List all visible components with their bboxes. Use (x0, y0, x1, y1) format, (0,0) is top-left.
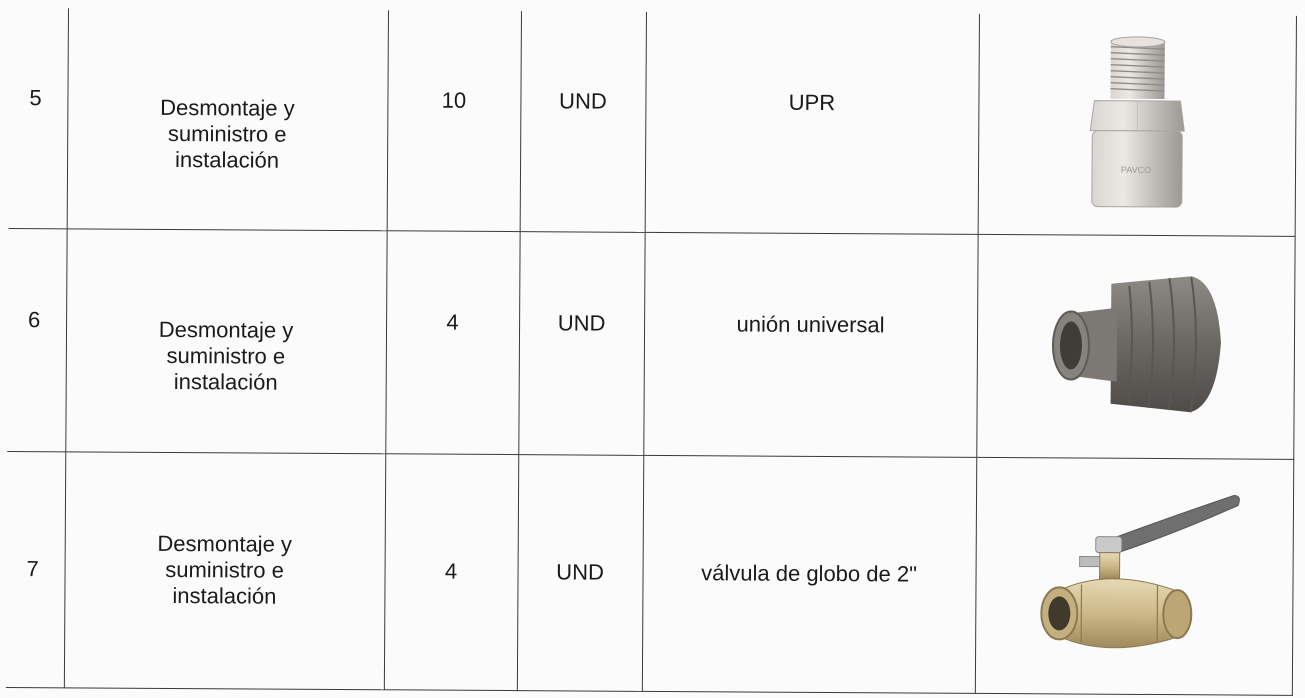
description-cell: Desmontaje y suministro e instalación (66, 8, 388, 231)
unit-cell: UND (518, 231, 645, 455)
description-line-2: suministro e (165, 556, 284, 583)
unit-cell: UND (516, 454, 644, 691)
unit-cell: UND (519, 11, 646, 232)
svg-text:PAVCO: PAVCO (1120, 165, 1150, 175)
description-text: Desmontaje y suministro e instalación (65, 530, 384, 610)
description-line-1: Desmontaje y (157, 530, 293, 557)
quantity-value: 4 (444, 558, 458, 584)
quantity-cell: 4 (385, 230, 520, 455)
description-text: Desmontaje y suministro e instalación (67, 64, 387, 174)
row-number: 5 (29, 84, 42, 110)
item-name: unión universal (736, 310, 885, 337)
quantity-cell: 4 (383, 453, 519, 691)
item-cell: unión universal (643, 231, 978, 457)
upr-pipe-fitting-icon: PAVCO (1089, 36, 1185, 208)
quantity-value: 4 (446, 309, 459, 335)
description-line-2: suministro e (166, 342, 286, 369)
item-name: UPR (788, 89, 836, 115)
image-cell (976, 233, 1295, 459)
description-line-3: instalación (175, 146, 280, 173)
item-cell: válvula de globo de 2" (641, 454, 977, 693)
row-number: 6 (28, 306, 41, 332)
description-text: Desmontaje y suministro e instalación (66, 286, 386, 396)
description-line-3: instalación (173, 368, 278, 395)
row-number-cell: 5 (8, 8, 68, 229)
description-cell: Desmontaje y suministro e instalación (65, 228, 387, 454)
description-line-1: Desmontaje y (158, 316, 294, 343)
description-line-2: suministro e (167, 120, 287, 147)
quantity-value: 10 (441, 87, 467, 113)
description-cell: Desmontaje y suministro e instalación (63, 451, 386, 690)
table-row: 7 Desmontaje y suministro e instalación … (5, 450, 1294, 695)
table-row: 5 Desmontaje y suministro e instalación … (8, 8, 1296, 236)
items-table: 5 Desmontaje y suministro e instalación … (5, 8, 1297, 695)
row-number: 7 (26, 556, 39, 582)
item-cell: UPR (644, 11, 979, 234)
description-line-3: instalación (172, 583, 277, 609)
image-cell (974, 456, 1294, 695)
image-cell: PAVCO (977, 13, 1296, 236)
unit-value: UND (559, 88, 607, 114)
ball-valve-icon (1039, 494, 1240, 649)
unit-value: UND (556, 559, 604, 585)
item-name: válvula de globo de 2" (701, 560, 918, 587)
row-number-cell: 6 (7, 227, 67, 452)
quantity-cell: 10 (386, 10, 521, 232)
union-fitting-icon (1051, 275, 1221, 412)
description-line-1: Desmontaje y (160, 94, 295, 121)
unit-value: UND (557, 309, 606, 336)
table-row: 6 Desmontaje y suministro e instalación … (7, 227, 1295, 459)
row-number-cell: 7 (5, 450, 66, 688)
